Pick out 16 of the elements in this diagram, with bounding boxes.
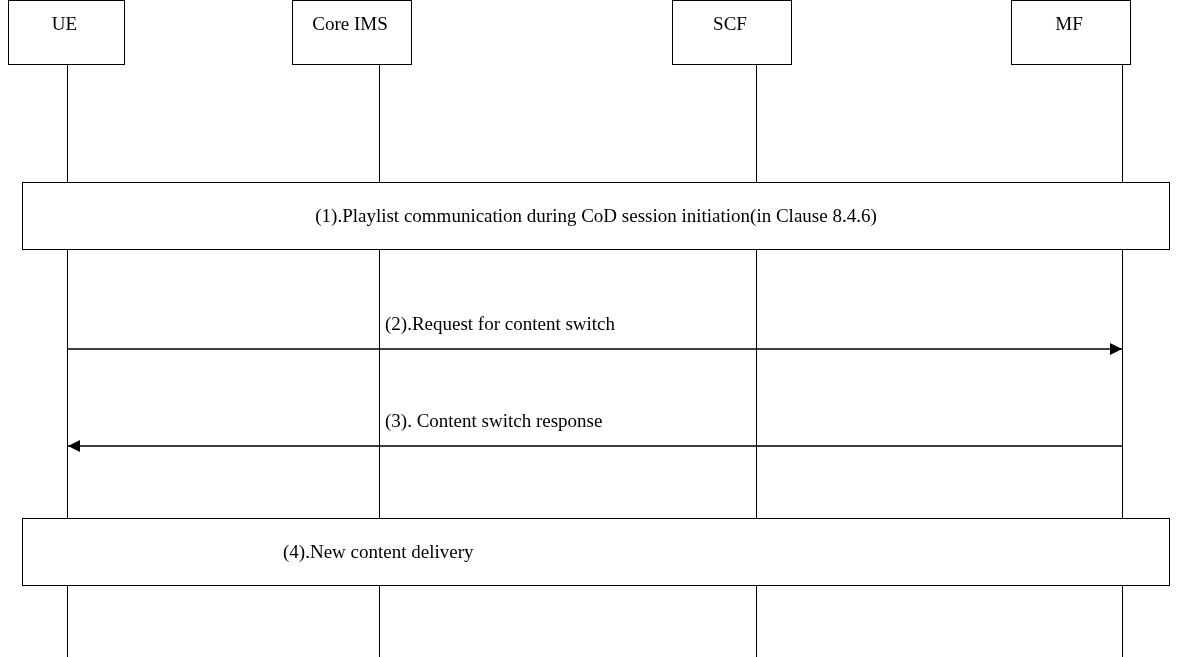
process-box: [22, 518, 1170, 586]
box-text: UE: [51, 13, 78, 35]
message-arrow: [67, 440, 1123, 452]
box-text: SCF: [713, 13, 747, 35]
edge-label: (3). Content switch response: [385, 411, 603, 432]
message-arrow: [67, 343, 1123, 355]
process-box: [22, 182, 1170, 250]
participant-box: [292, 0, 412, 65]
participant-box: [672, 0, 792, 65]
box-text: MF: [1055, 13, 1083, 35]
participant-box: [1011, 0, 1131, 65]
box-text: (4).New content delivery: [283, 541, 474, 563]
box-text: (1).Playlist communication during CoD session initiation(in Clause 8.4.6): [315, 205, 877, 227]
edge-label: (2).Request for content switch: [385, 314, 616, 335]
participant-box: [8, 0, 125, 65]
box-text: Core IMS: [312, 13, 388, 35]
